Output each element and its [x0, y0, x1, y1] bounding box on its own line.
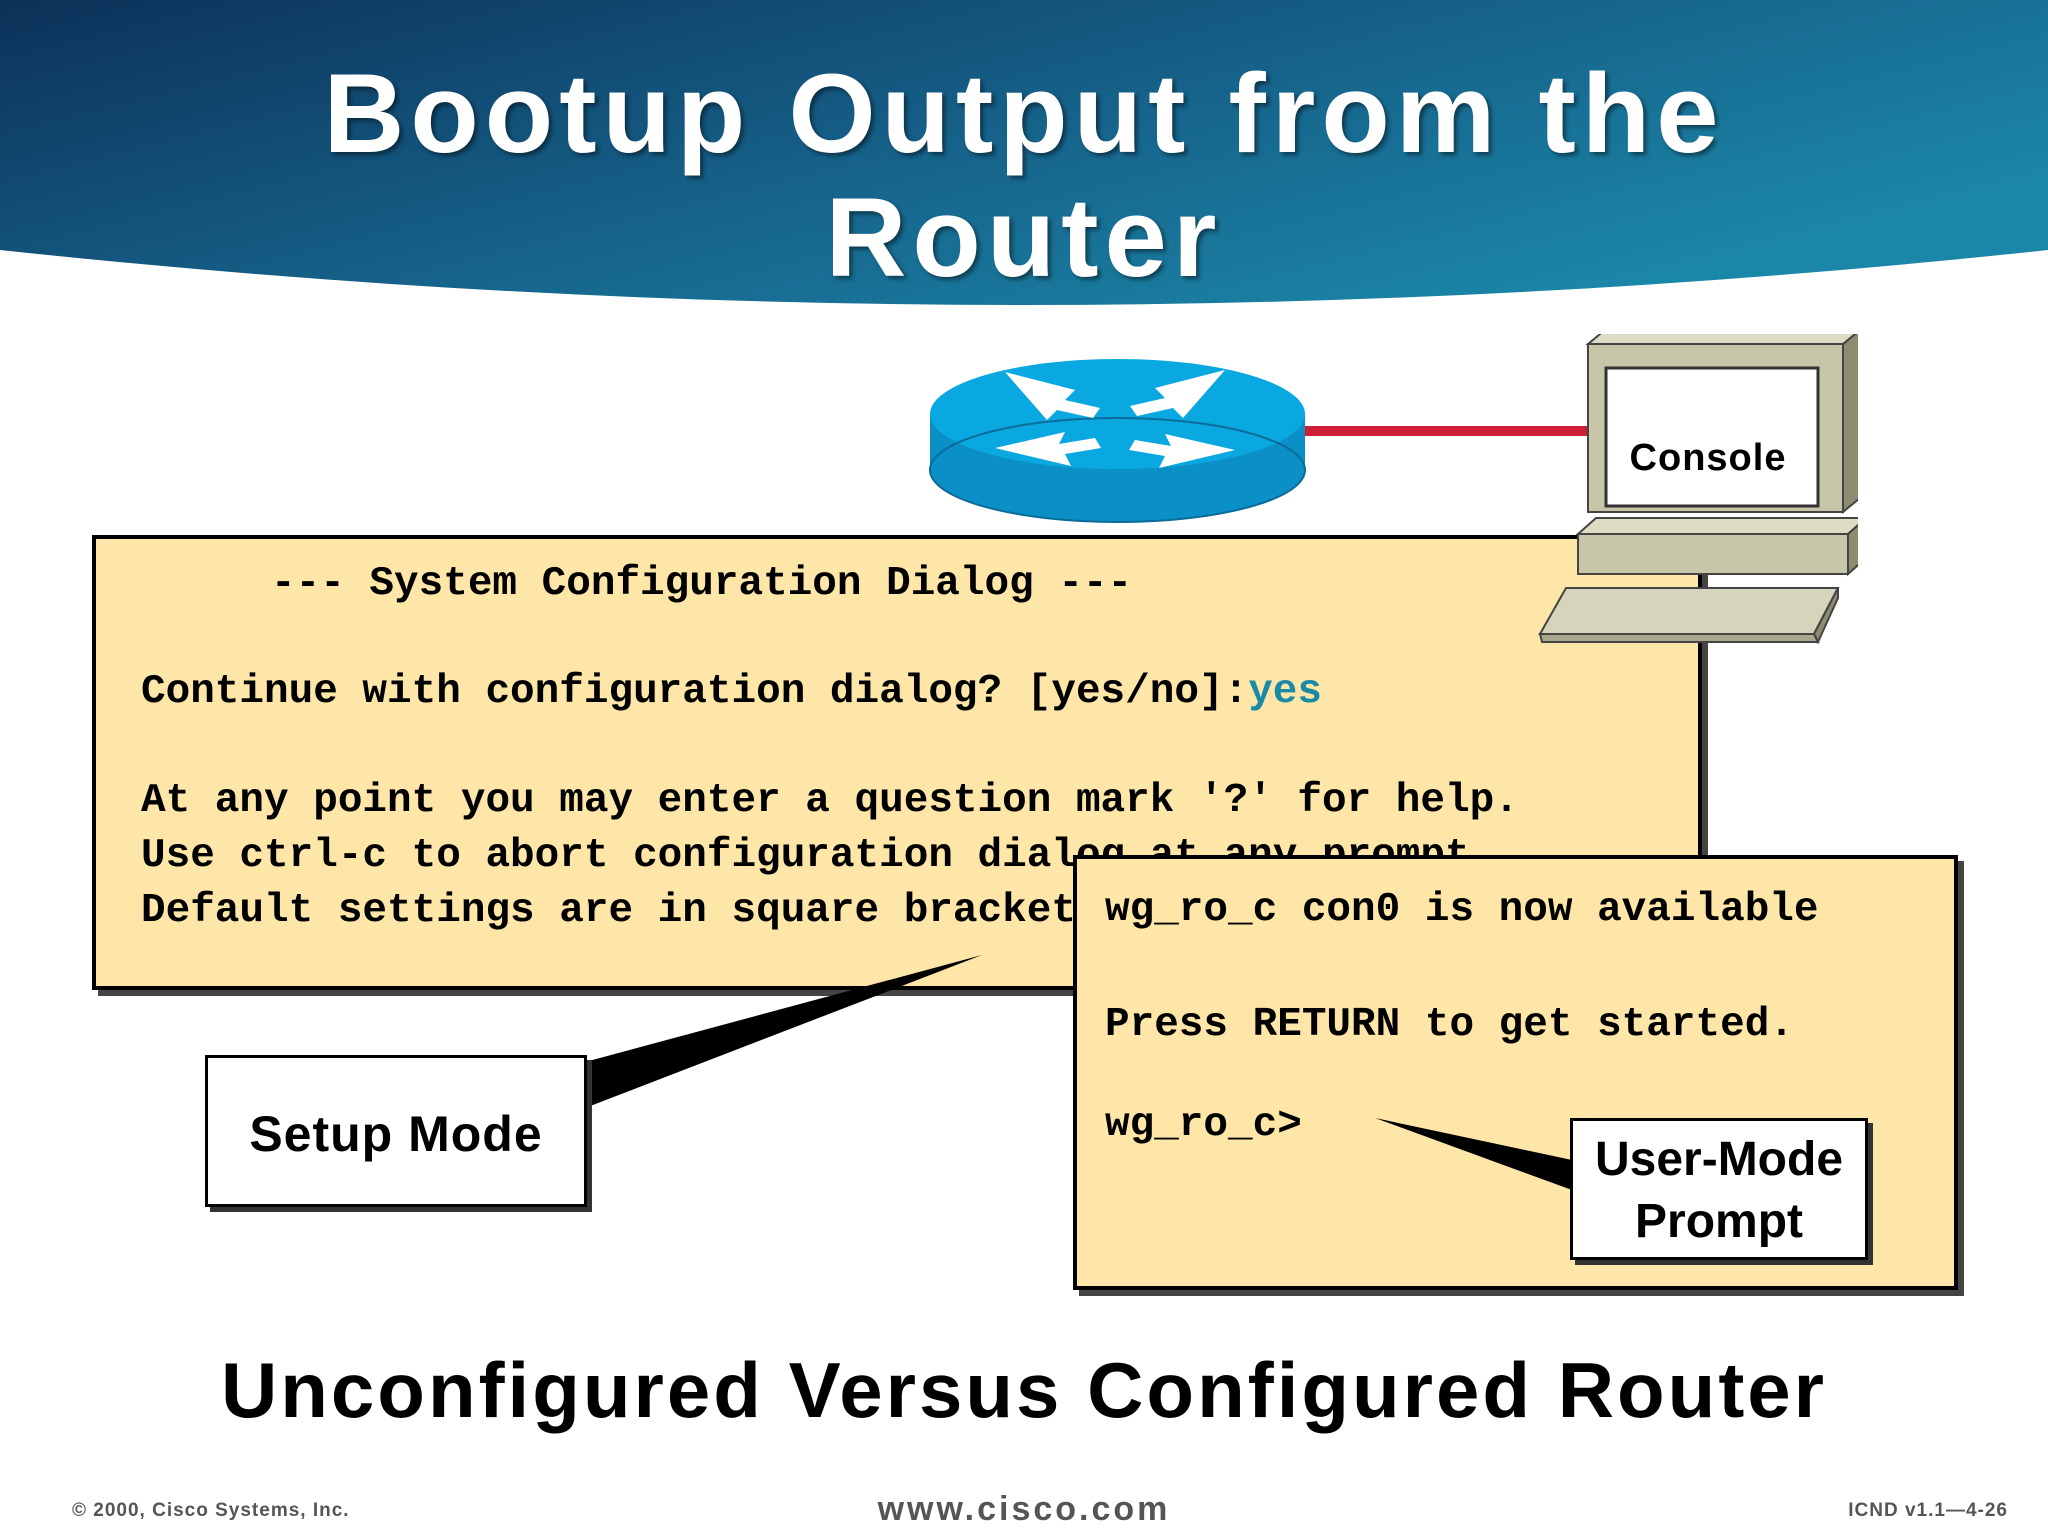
terminal-line: Continue with configuration dialog? [yes…: [141, 667, 1322, 717]
router-icon: [929, 359, 1306, 523]
terminal-line: wg_ro_c con0 is now available: [1105, 887, 1819, 933]
terminal-prompt: wg_ro_c>: [1105, 1102, 1302, 1148]
title-line-2: Router: [825, 175, 1223, 300]
user-mode-prompt-label: User-Mode Prompt: [1570, 1118, 1868, 1260]
config-dialog-prompt: Continue with configuration dialog? [yes…: [141, 669, 1249, 715]
user-mode-label-line-2: Prompt: [1635, 1195, 1803, 1248]
header-banner: [0, 0, 2048, 305]
footer-copyright: © 2000, Cisco Systems, Inc.: [72, 1500, 350, 1521]
footer-course-code: ICND v1.1—4-26: [1848, 1500, 2008, 1521]
user-mode-label-line-1: User-Mode: [1594, 1133, 1844, 1186]
slide-subtitle: Unconfigured Versus Configured Router: [220, 1346, 1828, 1434]
config-dialog-answer: yes: [1248, 669, 1322, 715]
terminal-line: Press RETURN to get started.: [1105, 1002, 1794, 1048]
title-line-1: Bootup Output from the: [323, 51, 1725, 176]
slide-title: Bootup Output from the Router: [0, 52, 2048, 300]
console-cable: [1300, 426, 1600, 436]
computer-terminal-icon: [1538, 334, 1858, 645]
console-label: Console: [1629, 437, 1787, 479]
terminal-line: --- System Configuration Dialog ---: [271, 561, 1133, 607]
terminal-line: At any point you may enter a question ma…: [141, 778, 1519, 824]
footer-url: www.cisco.com: [877, 1490, 1171, 1528]
setup-mode-label: Setup Mode: [205, 1055, 587, 1207]
